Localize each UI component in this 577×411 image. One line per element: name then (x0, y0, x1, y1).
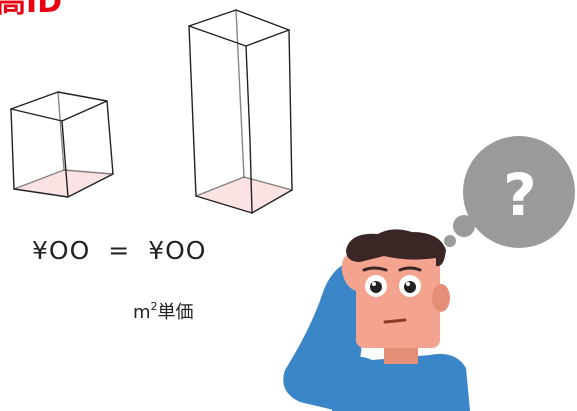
corner-title: 高ID (0, 0, 63, 20)
tall-box-icon (188, 9, 293, 214)
thought-bubble-icon (444, 136, 575, 248)
unit-suffix: 単価 (157, 302, 194, 323)
unit-price-label: m2単価 (133, 296, 194, 324)
unit-power: 2 (150, 300, 158, 313)
right-price: ¥OO (148, 236, 207, 265)
left-price: ¥OO (32, 236, 91, 265)
small-box-icon (10, 91, 114, 198)
confused-person-icon (283, 229, 470, 411)
question-mark-icon: ? (503, 161, 537, 229)
unit-base: m (133, 302, 151, 323)
equals-sign: = (108, 236, 131, 265)
price-equation: ¥OO = ¥OO (32, 236, 206, 266)
